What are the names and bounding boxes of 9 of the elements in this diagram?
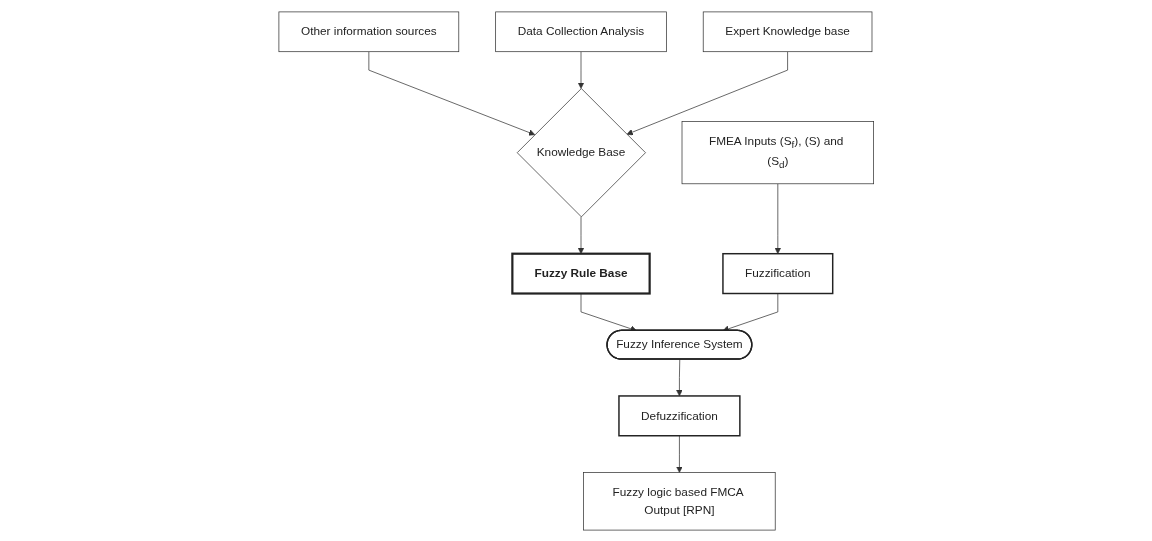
node-box: Expert Knowledge base bbox=[702, 11, 873, 52]
node-box: Fuzzy Rule Base bbox=[511, 252, 651, 295]
node-box: Defuzzification bbox=[617, 394, 741, 436]
node-box: Data Collection Analysis bbox=[495, 11, 667, 52]
node-box: Fuzzification bbox=[721, 252, 834, 294]
node-diamond: Knowledge Base bbox=[516, 87, 646, 217]
node-box: Fuzzy logic based FMCA Output [RPN] bbox=[582, 471, 776, 530]
node-box: Other information sources bbox=[278, 11, 459, 52]
node-box: FMEA Inputs (S$_{f}$), (S) and (S$_{d}$) bbox=[681, 120, 874, 184]
